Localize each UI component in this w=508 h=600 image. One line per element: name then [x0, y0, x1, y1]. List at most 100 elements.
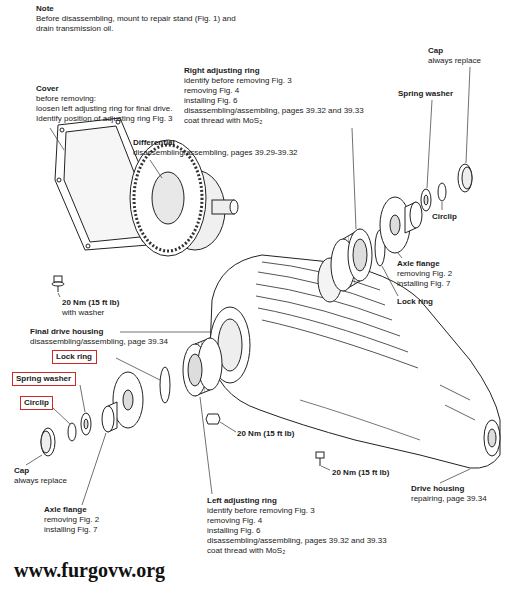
drawing-ellipse	[348, 229, 372, 281]
drawing-ellipse	[102, 406, 114, 432]
part-name: Lock ring	[397, 297, 433, 307]
drawing-circle	[60, 128, 64, 132]
part-name: Cap	[428, 46, 481, 56]
note-text: Before disassembling, mount to repair st…	[36, 14, 251, 34]
drawing-rect	[316, 452, 324, 458]
note-text: disassembling/assembling, pages 39.32 an…	[184, 106, 364, 116]
drawing-ellipse	[68, 423, 76, 441]
drawing-path	[206, 414, 220, 424]
note-text: always replace	[14, 476, 67, 486]
label-group: 20 Nm (15 ft lb)	[332, 468, 389, 478]
drawing-ellipse	[410, 202, 422, 228]
leader-lines	[26, 67, 470, 505]
drawing-ellipse	[421, 189, 431, 211]
drawing-path	[64, 126, 141, 242]
drawing-line	[150, 160, 162, 178]
note-text: removing Fig. 4	[184, 86, 364, 96]
note-text: disassembling/assembling, pages 39.29-39…	[133, 148, 298, 158]
drawing-line	[440, 469, 470, 483]
label-group: 20 Nm (15 ft lb)	[237, 429, 294, 439]
bolts	[52, 276, 324, 466]
drawing-ellipse	[84, 419, 88, 429]
drawing-line	[80, 385, 85, 412]
label-group: Lock ring	[397, 297, 433, 307]
label-group: Axle flangeremoving Fig. 2installing Fig…	[44, 505, 99, 535]
label-group: Drive housingrepairing, page 39.34	[411, 484, 487, 504]
note-text: coat thread with MoS₂	[207, 546, 387, 556]
note-text: repairing, page 39.34	[411, 494, 487, 504]
note-text: coat thread with MoS₂	[184, 116, 364, 126]
drawing-ellipse	[41, 428, 55, 456]
drawing-line	[466, 67, 470, 163]
note-text: installing Fig. 7	[44, 525, 99, 535]
note-text: installing Fig. 6	[207, 526, 387, 536]
drawing-line	[427, 100, 432, 188]
note-text: before removing:	[36, 94, 173, 104]
right-side-parts	[331, 164, 472, 291]
watermark: www.furgovw.org	[14, 558, 165, 582]
note-text: loosen left adjusting ring for final dri…	[36, 104, 173, 114]
drawing-ellipse	[424, 195, 428, 205]
drawing-ellipse	[130, 140, 206, 256]
note-text: always replace	[428, 56, 481, 66]
drawing-ellipse	[390, 215, 400, 235]
label-group: Spring washer	[398, 89, 453, 99]
part-name: Cover	[36, 84, 173, 94]
part-name: Axle flange	[44, 505, 99, 515]
drawing-ellipse	[41, 431, 51, 453]
drawing-ellipse	[230, 200, 238, 214]
label-group: Differentialdisassembling/assembling, pa…	[133, 138, 298, 158]
drawing-line	[220, 422, 236, 432]
label-group: www.furgovw.org	[14, 558, 165, 582]
drawing-rect	[54, 276, 62, 282]
label-group: Circlip	[432, 212, 457, 222]
part-name: Lock ring	[56, 352, 93, 362]
note-text: with washer	[62, 308, 119, 318]
part-name: Spring washer	[398, 89, 453, 99]
part-name: Right adjusting ring	[184, 66, 364, 76]
part-name: Note	[36, 4, 251, 14]
drawing-line	[50, 128, 64, 150]
note-text: disassembling/assembling, page 39.34	[30, 337, 168, 347]
note-text: removing Fig. 2	[397, 269, 452, 279]
part-name: Circlip	[432, 212, 457, 222]
drawing-line	[352, 128, 356, 229]
drawing-ellipse	[353, 239, 367, 271]
final-drive-housing	[210, 255, 500, 468]
part-name: 20 Nm (15 ft lb)	[237, 429, 294, 439]
note-text: identify before removing Fig. 3	[207, 506, 387, 516]
drawing-circle	[57, 178, 61, 182]
drawing-path	[440, 385, 475, 420]
drawing-circle	[86, 244, 90, 248]
drawing-line	[320, 458, 321, 466]
note-text: disassembling/assembling, pages 39.32 an…	[207, 536, 387, 546]
drawing-line	[442, 202, 443, 210]
highlight-box: Spring washer	[12, 372, 76, 386]
drawing-line	[200, 397, 212, 494]
drawing-path	[300, 400, 420, 440]
label-group: NoteBefore disassembling, mount to repai…	[36, 4, 251, 34]
differential	[130, 140, 238, 256]
drawing-line	[82, 433, 106, 505]
drawing-line	[26, 455, 42, 465]
drawing-ellipse	[188, 354, 202, 386]
drawing-ellipse	[488, 429, 496, 447]
drawing-line	[58, 286, 59, 292]
note-text: installing Fig. 6	[184, 96, 364, 106]
part-name: Cap	[14, 466, 67, 476]
highlight-box: Circlip	[20, 396, 53, 410]
drawing-line	[398, 253, 402, 258]
note-text: removing Fig. 2	[44, 515, 99, 525]
part-name: Drive housing	[411, 484, 487, 494]
highlight-box: Lock ring	[52, 350, 97, 364]
note-text: Identify position of adjusting ring Fig.…	[36, 114, 173, 124]
drawing-path	[210, 255, 500, 468]
drawing-ellipse	[160, 367, 170, 403]
label-group: 20 Nm (15 ft lb)with washer	[62, 298, 119, 318]
drawing-ellipse	[438, 183, 446, 201]
label-group: Capalways replace	[14, 466, 67, 486]
label-group: Capalways replace	[428, 46, 481, 66]
drawing-line	[120, 332, 210, 333]
drawing-ellipse	[484, 420, 500, 456]
